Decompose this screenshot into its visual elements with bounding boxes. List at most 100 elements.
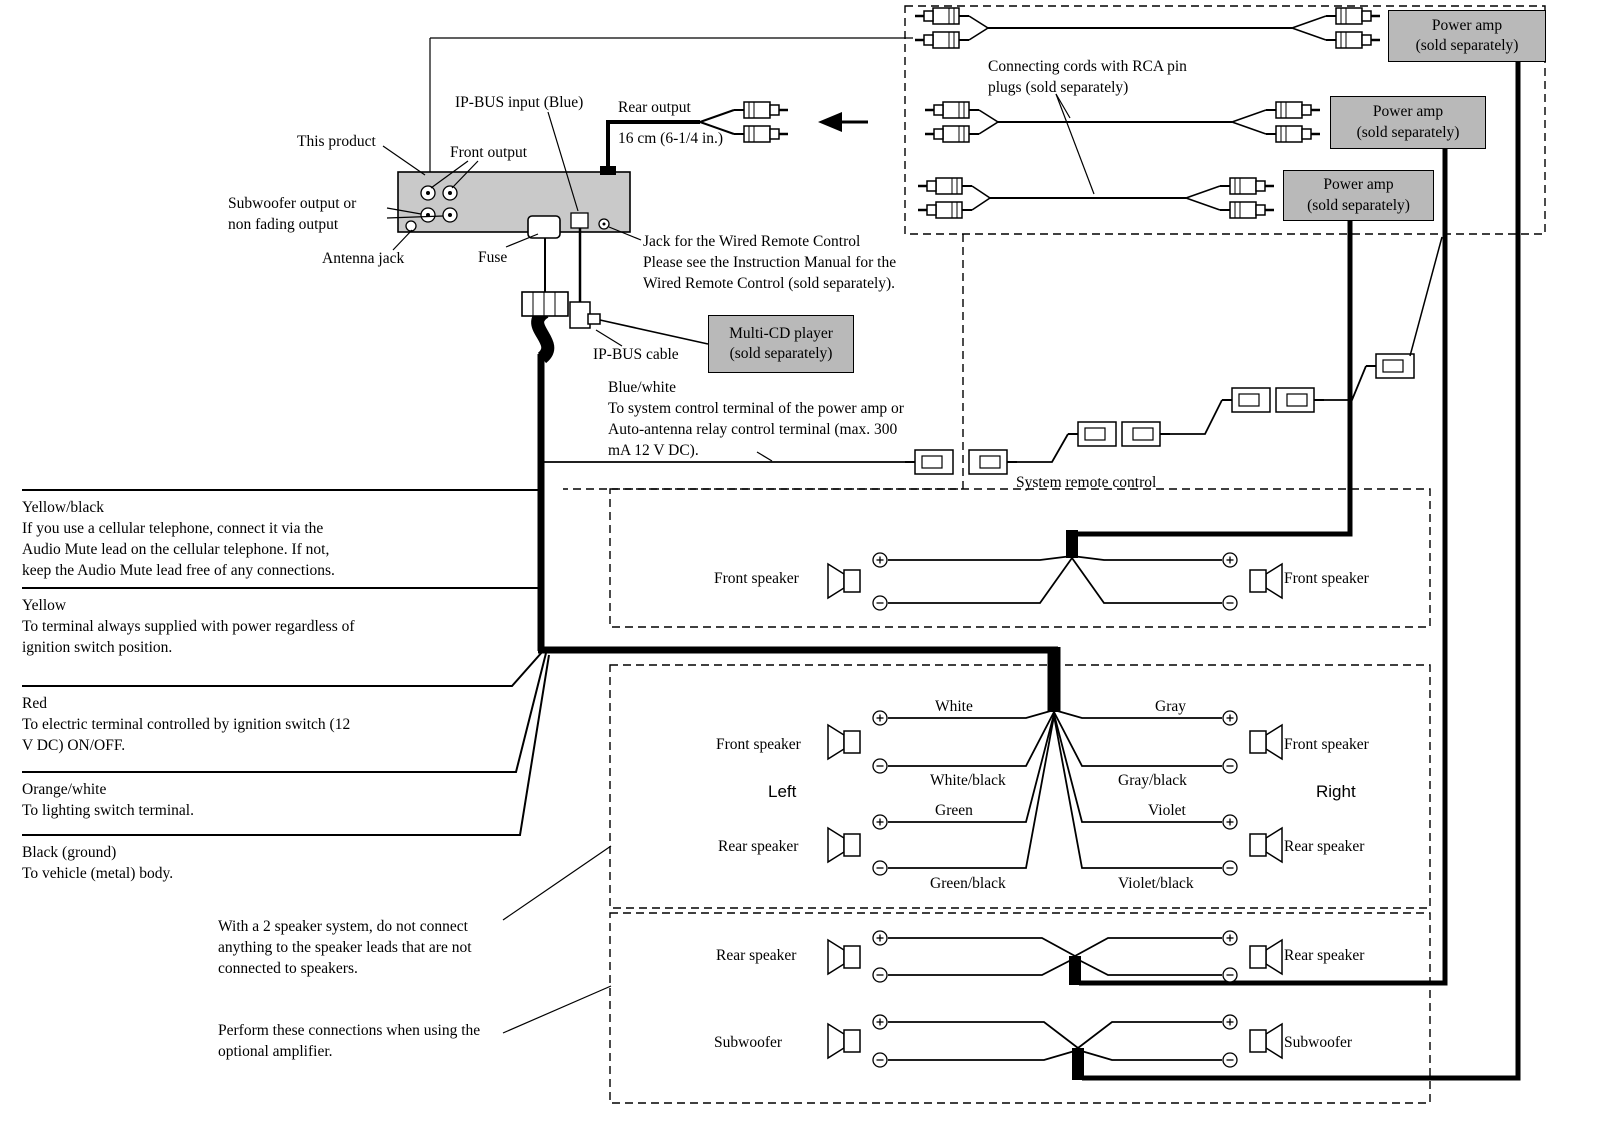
speaker-icon [1249, 563, 1283, 599]
label-wire-white: White [935, 698, 973, 715]
ip-bus-plug-icon [569, 301, 591, 329]
rca-plug-icon [1218, 176, 1276, 196]
label-wired-remote-note: Jack for the Wired Remote Control Please… [643, 233, 897, 293]
label-front-output: Front output [450, 144, 528, 161]
speaker-icon [827, 563, 861, 599]
front-speaker-box [827, 552, 1283, 611]
plus-terminal-icon [872, 930, 888, 946]
label-antenna-jack: Antenna jack [322, 250, 405, 267]
leader-lines [382, 37, 1095, 1034]
label-lead-red-desc: To electric terminal controlled by ignit… [22, 716, 351, 755]
label-rear-speaker-left: Rear speaker [718, 838, 799, 855]
plus-terminal-icon [1222, 930, 1238, 946]
plus-terminal-icon [872, 552, 888, 568]
label-front-speaker-left: Front speaker [716, 736, 801, 753]
amp-speaker-box [827, 930, 1283, 1068]
speaker-wire-box [827, 709, 1283, 876]
plus-terminal-icon [872, 710, 888, 726]
dashed-boxes [563, 5, 1546, 1104]
label-connecting-cords: Connecting cords with RCA pin plugs (sol… [988, 58, 1187, 97]
label-rear-speaker-left-amp: Rear speaker [716, 947, 797, 964]
speaker-icon [827, 1023, 861, 1059]
ipbus-connector-icon [904, 449, 954, 475]
speaker-icon [827, 827, 861, 863]
plus-terminal-icon [1222, 552, 1238, 568]
arrow-left-icon [818, 112, 842, 132]
rca-plug-icon [1218, 200, 1276, 220]
label-lead-black-ground: Black (ground) [22, 844, 117, 861]
rca-plug-icon [1264, 124, 1322, 144]
minus-terminal-icon [872, 1052, 888, 1068]
rca-plug-icon [923, 124, 981, 144]
rca-plug-icon [732, 124, 790, 144]
label-front-speaker-right-amp: Front speaker [1284, 570, 1369, 587]
label-ip-bus-cable: IP-BUS cable [593, 346, 679, 363]
rca-plug-icon [913, 6, 971, 26]
label-subwoofer-left: Subwoofer [714, 1034, 783, 1051]
rca-plug-icon [923, 100, 981, 120]
rca-plug-icon [1324, 30, 1382, 50]
speaker-icon [1249, 724, 1283, 760]
speaker-icon [1249, 1023, 1283, 1059]
label-this-product: This product [297, 133, 376, 150]
power-feed-cables [1066, 62, 1521, 1081]
rca-plug-icon [1324, 6, 1382, 26]
label-left: Left [768, 782, 797, 801]
power-amp-box-1: Power amp (sold separately) [1388, 10, 1546, 62]
plus-terminal-icon [872, 1014, 888, 1030]
plus-terminal-icon [1222, 814, 1238, 830]
label-lead-yellow-black: Yellow/black [22, 499, 104, 516]
label-front-speaker-right: Front speaker [1284, 736, 1369, 753]
label-rear-output: Rear output [618, 99, 691, 116]
label-lead-red: Red [22, 695, 47, 712]
label-subwoofer-right: Subwoofer [1284, 1034, 1353, 1051]
antenna-jack-icon [405, 220, 417, 232]
rear-output-cable [606, 100, 868, 170]
head-unit [397, 166, 631, 239]
minus-terminal-icon [1222, 860, 1238, 876]
rca-plug-icon [916, 176, 974, 196]
main-harness [521, 232, 1061, 712]
label-right: Right [1316, 782, 1356, 801]
label-system-remote-control: System remote control [1016, 474, 1157, 491]
label-rear-speaker-right-amp: Rear speaker [1284, 947, 1365, 964]
label-wire-white-black: White/black [930, 772, 1006, 789]
note-optional-amplifier: Perform these connections when using the… [218, 1022, 481, 1061]
rca-plug-icon [732, 100, 790, 120]
label-wire-green: Green [935, 802, 973, 819]
label-wire-violet: Violet [1148, 802, 1186, 819]
minus-terminal-icon [872, 860, 888, 876]
minus-terminal-icon [872, 967, 888, 983]
label-blue-white-note: Blue/white To system control terminal of… [608, 379, 904, 460]
ipbus-connector-icon [1121, 421, 1171, 447]
minus-terminal-icon [1222, 1052, 1238, 1068]
ip-bus-input-icon [570, 212, 589, 229]
label-rear-speaker-right: Rear speaker [1284, 838, 1365, 855]
ipbus-connector-icon [1365, 353, 1415, 379]
label-lead-black-ground-desc: To vehicle (metal) body. [22, 865, 174, 882]
label-lead-yellow-black-desc: If you use a cellular telephone, connect… [22, 520, 335, 580]
fuse-icon [527, 215, 561, 239]
plus-terminal-icon [1222, 1014, 1238, 1030]
label-wire-violet-black: Violet/black [1118, 875, 1194, 892]
power-lead-wires [22, 489, 550, 836]
speaker-icon [1249, 939, 1283, 975]
label-fuse: Fuse [478, 249, 508, 266]
ipbus-connector-icon [968, 449, 1018, 475]
label-rear-output-length: 16 cm (6-1/4 in.) [618, 130, 724, 147]
plus-terminal-icon [872, 814, 888, 830]
label-wire-gray: Gray [1155, 698, 1186, 715]
rca-plug-icon [1264, 100, 1322, 120]
label-lead-orange-white: Orange/white [22, 781, 107, 798]
power-amp-box-3: Power amp (sold separately) [1283, 170, 1434, 221]
ipbus-connector-icon [1221, 387, 1271, 413]
plus-terminal-icon [1222, 710, 1238, 726]
label-lead-yellow-desc: To terminal always supplied with power r… [22, 618, 355, 657]
ipbus-connector-icon [1275, 387, 1325, 413]
power-amp-box-2: Power amp (sold separately) [1330, 96, 1486, 149]
minus-terminal-icon [1222, 595, 1238, 611]
speaker-icon [1249, 827, 1283, 863]
label-ip-bus-input: IP-BUS input (Blue) [455, 94, 584, 111]
